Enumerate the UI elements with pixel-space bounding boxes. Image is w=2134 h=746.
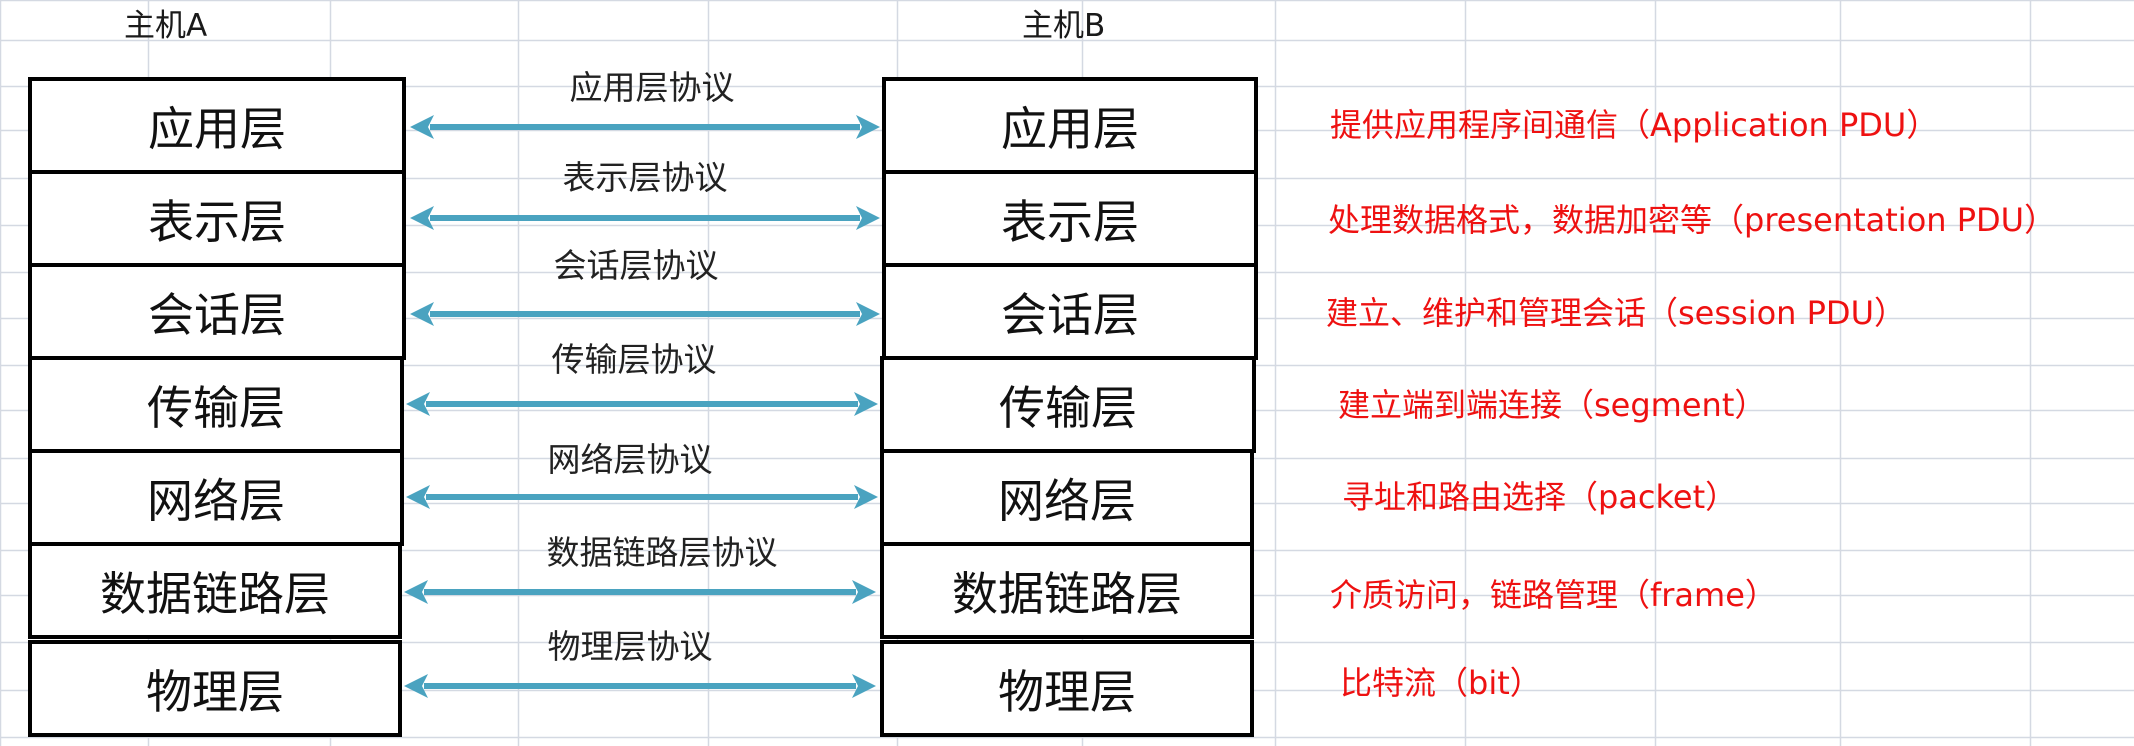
host-b-layer-presentation: 表示层 (882, 170, 1258, 267)
host-b-layer-session: 会话层 (882, 263, 1258, 360)
host-b-layer-physical: 物理层 (880, 640, 1254, 737)
description-transport: 建立端到端连接（segment） (1338, 386, 1767, 424)
host-a-title: 主机A (124, 8, 208, 44)
protocol-label-presentation: 表示层协议 (562, 158, 728, 197)
protocol-label-physical: 物理层协议 (547, 627, 713, 666)
description-session: 建立、维护和管理会话（session PDU） (1326, 294, 1906, 332)
host-b-layer-transport: 传输层 (880, 356, 1256, 453)
host-b-layer-datalink: 数据链路层 (880, 542, 1254, 639)
host-b-title: 主机B (1022, 8, 1106, 44)
host-a-layer-datalink: 数据链路层 (28, 542, 402, 639)
host-b-layer-application: 应用层 (882, 77, 1258, 174)
description-application: 提供应用程序间通信（Application PDU） (1330, 106, 1939, 144)
protocol-label-datalink: 数据链路层协议 (546, 533, 778, 572)
host-a-layer-presentation: 表示层 (28, 170, 406, 267)
description-physical: 比特流（bit） (1340, 664, 1542, 702)
host-b-layer-network: 网络层 (880, 449, 1254, 546)
protocol-label-transport: 传输层协议 (551, 340, 717, 379)
host-a-layer-session: 会话层 (28, 263, 406, 360)
protocol-label-application: 应用层协议 (569, 68, 735, 107)
host-a-layer-physical: 物理层 (28, 640, 402, 737)
host-a-layer-transport: 传输层 (28, 356, 404, 453)
host-a-layer-network: 网络层 (28, 449, 404, 546)
description-datalink: 介质访问，链路管理（frame） (1330, 576, 1777, 614)
protocol-label-network: 网络层协议 (547, 440, 713, 479)
host-a-layer-application: 应用层 (28, 77, 406, 174)
description-network: 寻址和路由选择（packet） (1342, 478, 1738, 516)
description-presentation: 处理数据格式，数据加密等（presentation PDU） (1328, 201, 2057, 239)
protocol-label-session: 会话层协议 (553, 246, 719, 285)
